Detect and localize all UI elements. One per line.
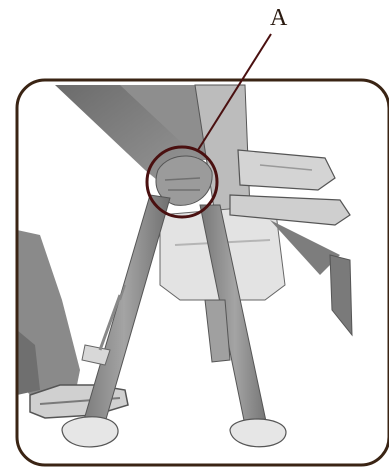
framed-scene [17, 80, 389, 465]
callout-label-a: A [270, 6, 287, 30]
